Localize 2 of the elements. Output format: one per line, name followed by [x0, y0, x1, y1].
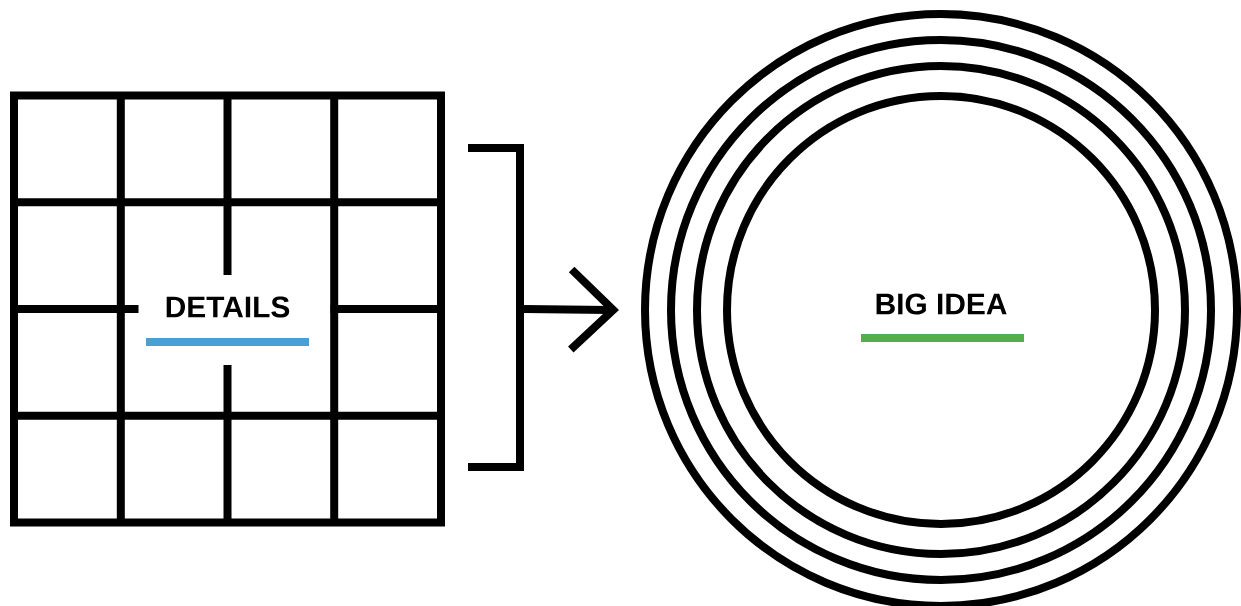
grid-drawing: DETAILS: [10, 91, 524, 527]
concentric-circles-drawing: BIG IDEA: [641, 10, 1241, 606]
